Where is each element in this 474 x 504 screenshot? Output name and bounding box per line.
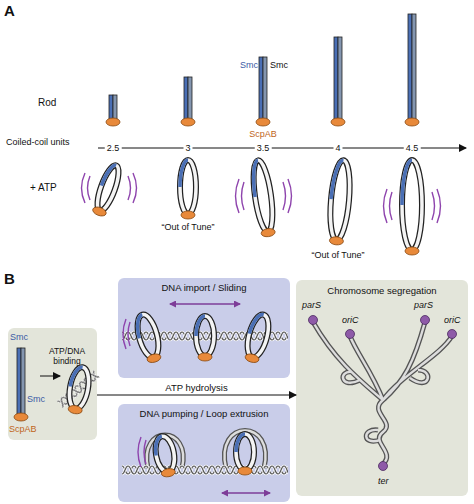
part-name: Smc <box>240 60 258 71</box>
group-box: DNA pumping / Loop extrusion <box>118 404 290 502</box>
box-text: ScpAB <box>9 424 37 435</box>
smc-rod <box>331 37 345 126</box>
smc-rod <box>405 14 419 126</box>
box-text: oriC <box>444 315 461 326</box>
row-label: Rod <box>38 97 56 108</box>
arrow-label: ATP hydrolysis <box>165 382 227 393</box>
axis-value: 3.5 <box>255 143 272 154</box>
smc-ring <box>402 160 422 255</box>
axis-value: 4.5 <box>404 143 421 154</box>
part-name: Smc <box>270 60 288 71</box>
group-box: DNA import / Sliding <box>118 278 290 378</box>
smc-rod <box>256 57 270 126</box>
vibration-marks <box>82 173 137 203</box>
smc-ring <box>250 159 277 237</box>
row-label: + ATP <box>30 182 57 193</box>
axis-value: 3 <box>183 143 192 154</box>
flow-arrow <box>97 395 296 396</box>
box-title: Chromosome segregation <box>327 285 436 296</box>
box-title: DNA pumping / Loop extrusion <box>140 408 269 419</box>
box-text: ATP/DNA binding <box>38 346 96 366</box>
vibration-marks <box>236 179 292 213</box>
box-title: DNA import / Sliding <box>161 282 246 293</box>
axis-value: 4 <box>333 143 342 154</box>
smc-rod <box>181 77 195 126</box>
group-box: SmcSmcScpABATP/DNA binding <box>8 328 97 440</box>
state-note: “Out of Tune” <box>311 250 364 261</box>
vibration-marks <box>384 189 441 223</box>
box-text: ter <box>378 476 389 487</box>
axis-value: 2.5 <box>105 143 122 154</box>
box-text: oriC <box>342 315 359 326</box>
axis-title: Coiled-coil units <box>6 137 70 148</box>
part-name: ScpAB <box>249 129 277 140</box>
box-text: Smc <box>10 332 28 343</box>
panel-letter: B <box>4 270 15 287</box>
smc-ring <box>327 159 352 245</box>
smc-ring <box>180 160 196 219</box>
group-box: Chromosome segregation parS oriC parS oriC te… <box>296 280 468 496</box>
box-text: Smc <box>27 394 45 405</box>
smc-rod <box>106 95 120 126</box>
state-note: “Out of Tune” <box>161 222 214 233</box>
box-text: parS <box>414 300 433 311</box>
panel-letter: A <box>4 2 15 19</box>
smc-ring <box>92 163 123 218</box>
box-text: parS <box>302 300 321 311</box>
